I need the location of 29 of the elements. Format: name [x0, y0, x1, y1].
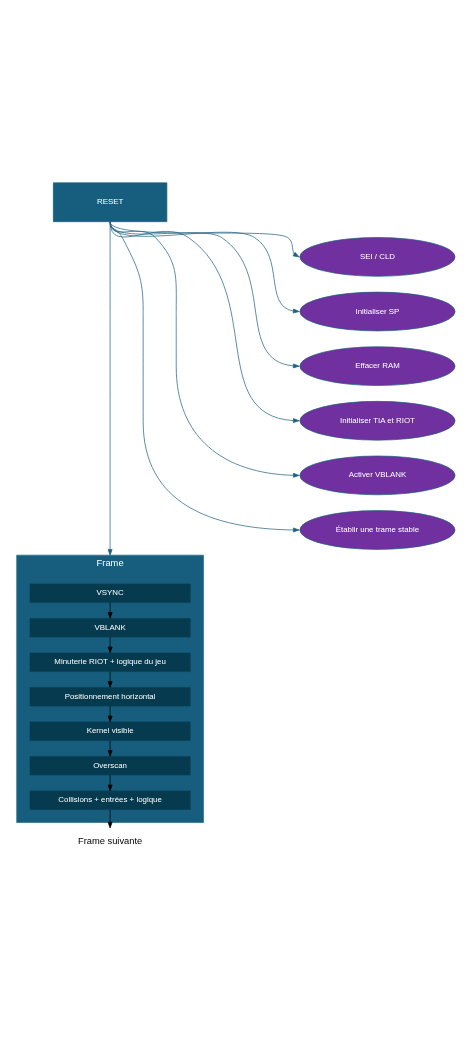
arrow — [107, 671, 113, 688]
node-ellipse: SEI / CLD — [299, 237, 456, 277]
node-box: Overscan — [29, 756, 191, 776]
arrow — [107, 740, 113, 757]
node-ellipse: Établir une trame stable — [299, 510, 456, 550]
arrow — [109, 221, 300, 258]
node-ellipse: Initialiser TIA et RIOT — [299, 401, 456, 441]
node-ellipse: Initialiser SP — [299, 291, 456, 332]
node-box: Positionnement horizontal — [29, 687, 191, 707]
arrow — [107, 221, 113, 556]
arrow — [107, 636, 113, 654]
arrow — [109, 221, 300, 314]
arrow — [109, 221, 300, 533]
arrow — [107, 809, 113, 829]
node-box: VBLANK — [29, 618, 191, 638]
node-box: RESET — [52, 182, 168, 223]
node-text: Frame suivante — [77, 835, 143, 846]
node-box: Kernel visible — [29, 721, 191, 741]
node-box: Collisions + entrées + logique — [29, 790, 191, 810]
node-box: Minuterie RIOT + logique du jeu — [29, 652, 191, 672]
arrow — [107, 705, 113, 723]
arrow — [107, 774, 113, 792]
arrow — [109, 221, 300, 369]
arrow — [109, 221, 300, 478]
node-ellipse: Effacer RAM — [299, 346, 456, 386]
node-ellipse: Activer VBLANK — [299, 455, 456, 496]
node-box: VSYNC — [29, 583, 191, 603]
arrow — [109, 221, 300, 423]
arrow — [107, 602, 113, 619]
